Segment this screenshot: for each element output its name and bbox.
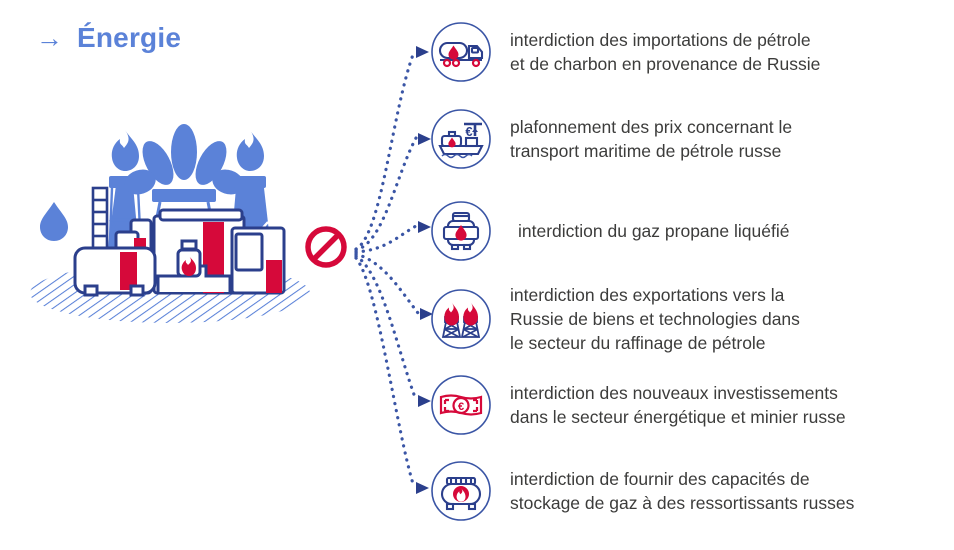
list-item[interactable]: interdiction des importations de pétrole… — [428, 19, 820, 85]
svg-text:€: € — [458, 401, 464, 413]
list-item[interactable]: interdiction de fournir des capacités de… — [428, 458, 854, 524]
list-item-label: interdiction des importations de pétrole… — [510, 29, 821, 74]
arrow-right-icon: → — [36, 22, 63, 53]
refinery-towers-flame-icon — [428, 286, 494, 352]
list-item-label: interdiction du gaz propane liquéfié — [518, 220, 790, 241]
tanker-truck-icon — [428, 19, 494, 85]
page-title: → Énergie — [36, 24, 181, 52]
oil-tanker-ship-price-cap-icon: € — [428, 106, 494, 172]
list-item[interactable]: € interdiction des nouveaux investisseme… — [428, 372, 846, 438]
title-label: Énergie — [77, 22, 182, 53]
oil-and-gas-facility-illustration — [30, 110, 340, 325]
prohibition-sign-icon — [303, 224, 349, 270]
list-item[interactable]: interdiction du gaz propane liquéfié — [428, 198, 789, 264]
list-item[interactable]: € plafonnement des prix concernant le tr… — [428, 106, 792, 172]
list-item[interactable]: interdiction des exportations vers la Ru… — [428, 283, 800, 355]
list-item-label: interdiction des nouveaux investissement… — [510, 382, 846, 427]
list-item-label: interdiction de fournir des capacités de… — [510, 468, 855, 513]
sanctions-list: interdiction des importations de pétrole… — [428, 0, 954, 545]
gas-cylinder-icon — [428, 198, 494, 264]
euro-banknote-icon: € — [428, 372, 494, 438]
connector-lines — [352, 0, 462, 545]
gas-storage-tank-icon — [428, 458, 494, 524]
list-item-label: plafonnement des prix concernant le tran… — [510, 116, 793, 161]
list-item-label: interdiction des exportations vers la Ru… — [510, 285, 800, 354]
svg-text:€: € — [465, 124, 472, 139]
